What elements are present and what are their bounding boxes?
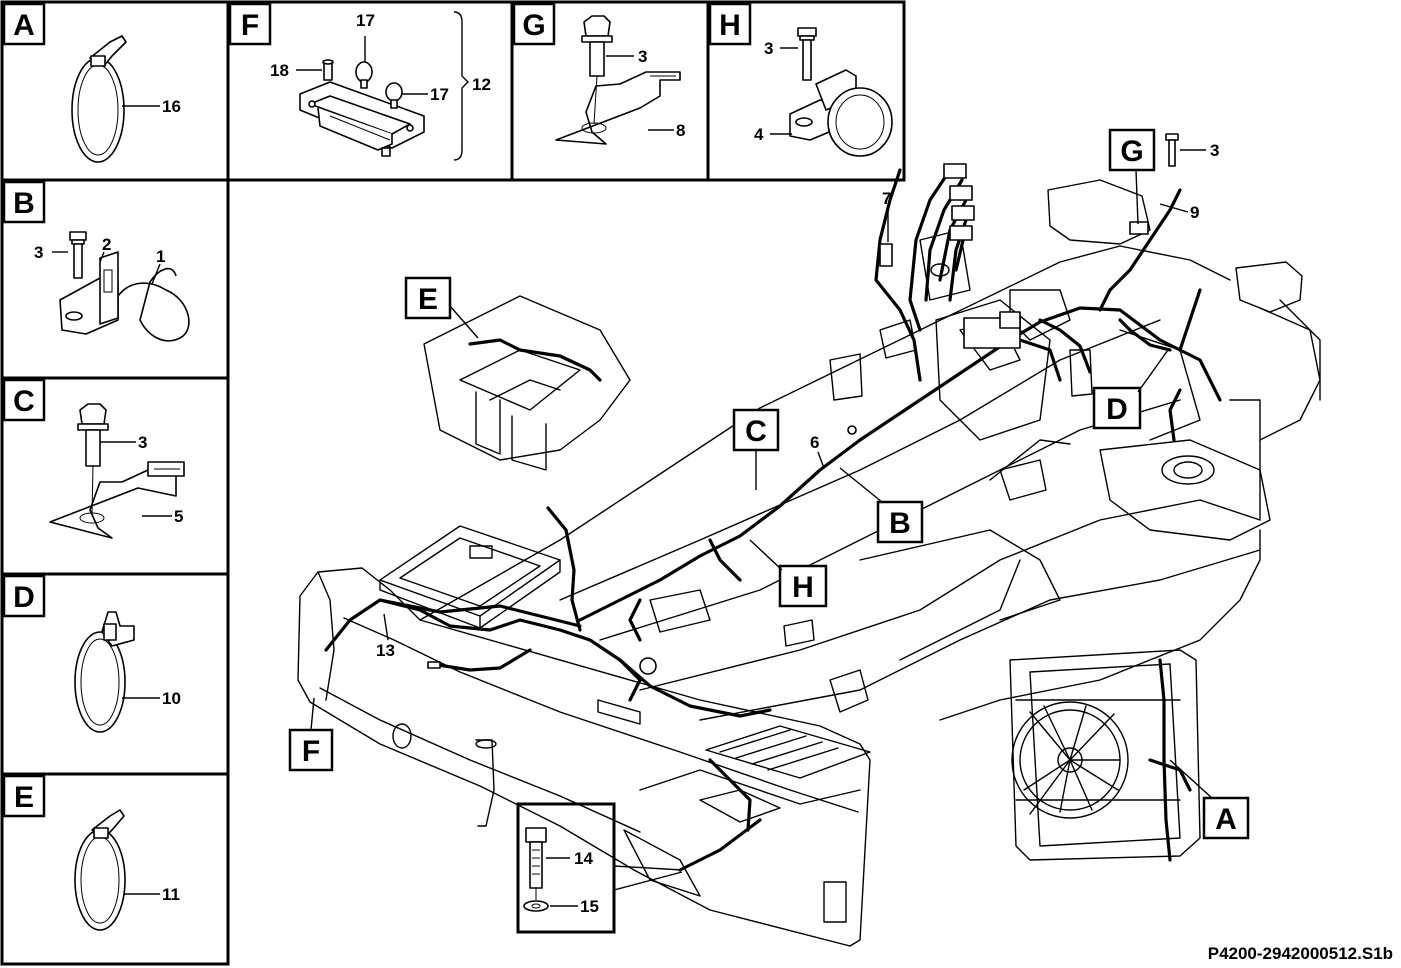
part-number-3-b: 3: [34, 243, 43, 262]
part-number-3-h: 3: [764, 39, 773, 58]
part-number-3-main: 3: [1210, 141, 1219, 160]
inset-bolt-washer-frame: [516, 802, 616, 934]
part-number-6: 6: [810, 433, 819, 452]
svg-text:E: E: [14, 781, 34, 814]
bolt-plate-5-drawing: [49, 403, 185, 539]
panel-tag-C: C: [2, 378, 46, 422]
detail-panel-frames: [0, 0, 906, 966]
part-number-15: 15: [580, 897, 599, 916]
svg-text:F: F: [241, 9, 259, 42]
part-number-4: 4: [754, 125, 764, 144]
callout-H: H: [749, 539, 828, 608]
panel-tag-E: E: [2, 774, 46, 818]
bolt-plate-8-drawing: [555, 15, 681, 145]
callout-D: D: [1092, 349, 1169, 430]
svg-text:D: D: [13, 581, 35, 614]
bolt-14-washer-15-drawing: [523, 827, 549, 912]
part-number-16: 16: [162, 97, 181, 116]
part-number-10: 10: [162, 689, 181, 708]
part-number-17-top: 17: [356, 11, 375, 30]
svg-text:G: G: [522, 9, 545, 42]
panel-tag-A: A: [2, 2, 46, 46]
part-number-11: 11: [162, 885, 180, 904]
clamp-assembly-drawing: [59, 231, 190, 342]
panel-tag-H: H: [708, 2, 752, 46]
part-number-18: 18: [270, 61, 289, 80]
panel-tag-B: B: [2, 180, 46, 224]
bolt-3-main: [1165, 133, 1179, 167]
svg-text:E: E: [418, 283, 438, 316]
callout-A: A: [1169, 759, 1250, 840]
part-number-1: 1: [156, 247, 165, 266]
callout-E: E: [404, 276, 479, 339]
callout-B: B: [839, 467, 924, 544]
svg-text:D: D: [1106, 393, 1128, 426]
part-number-13: 13: [376, 641, 395, 660]
svg-text:A: A: [13, 9, 35, 42]
panel-tag-G: G: [512, 2, 556, 46]
svg-text:C: C: [745, 415, 767, 448]
part-number-12: 12: [472, 75, 491, 94]
callout-G: G: [1108, 128, 1156, 225]
part-number-14: 14: [574, 849, 593, 868]
part-number-3-g: 3: [638, 47, 647, 66]
machine-frame-drawing: [297, 179, 1321, 947]
svg-text:H: H: [719, 9, 741, 42]
part-number-7: 7: [882, 189, 891, 208]
part-number-8: 8: [676, 121, 685, 140]
callout-F: F: [288, 697, 334, 772]
svg-text:A: A: [1215, 803, 1237, 836]
svg-text:B: B: [13, 187, 35, 220]
panel-tag-F: F: [228, 2, 272, 46]
part-number-9: 9: [1190, 203, 1199, 222]
svg-text:C: C: [13, 385, 35, 418]
cable-tie-16-drawing: [71, 35, 127, 163]
part-number-2: 2: [102, 235, 111, 254]
main-wiring-harness: [324, 163, 1222, 872]
svg-text:G: G: [1120, 135, 1143, 168]
lamp-unit-12-drawing: [299, 59, 425, 157]
drawing-number: P4200-2942000512.S1b: [1207, 944, 1393, 963]
cable-tie-11-drawing: [74, 809, 126, 931]
svg-text:H: H: [792, 571, 814, 604]
callout-C: C: [732, 408, 780, 490]
panel-tag-D: D: [2, 574, 46, 618]
part-number-3-c: 3: [138, 433, 147, 452]
svg-text:B: B: [889, 507, 911, 540]
clamp-4-drawing: [789, 27, 893, 157]
part-number-5: 5: [174, 507, 183, 526]
part-number-17-right: 17: [430, 85, 449, 104]
svg-text:F: F: [302, 735, 320, 768]
cable-tie-10-drawing: [74, 611, 135, 733]
